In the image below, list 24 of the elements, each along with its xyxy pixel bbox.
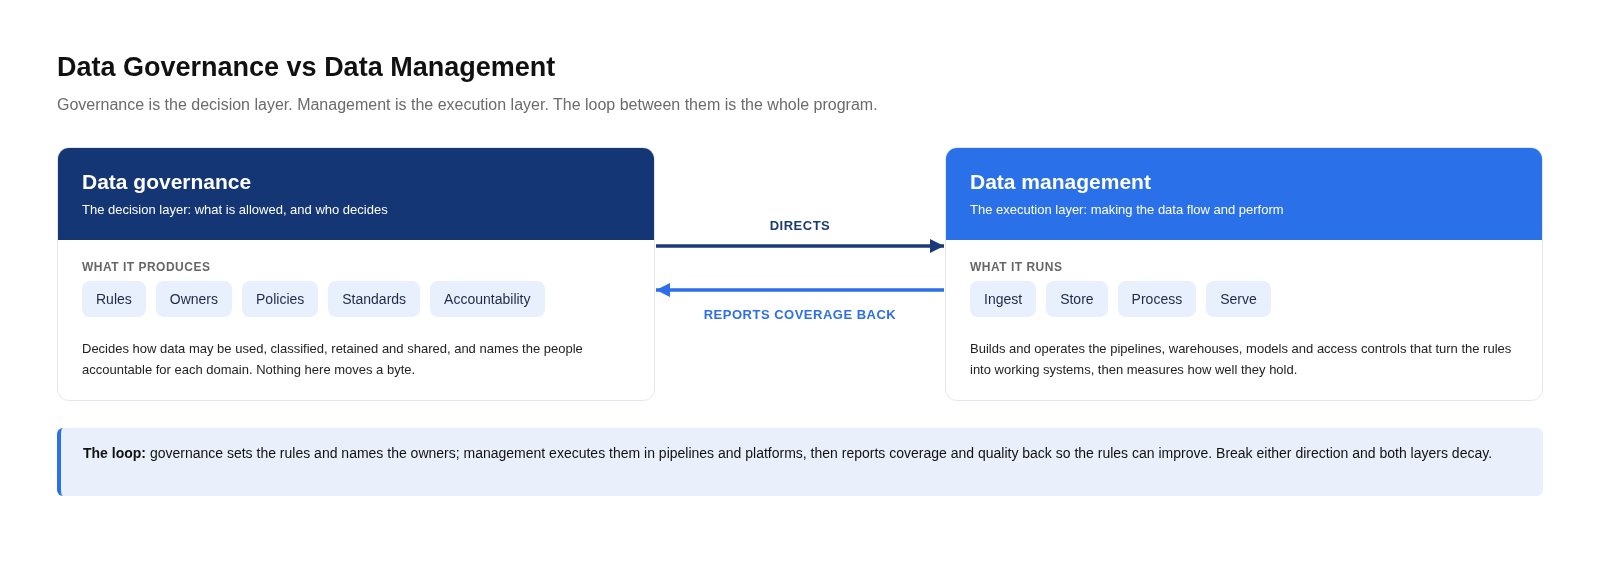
section-label: WHAT IT PRODUCES <box>82 260 211 274</box>
card <box>945 147 1543 401</box>
description: Decides how data may be used, classified, retained and shared, and names the people accountable for each domain. Nothing here moves a byte. <box>82 340 584 379</box>
card-subtitle: The execution layer: making the data flow and perform <box>970 202 1284 217</box>
tag-chip: Owners <box>155 281 233 317</box>
tag-chip: Store <box>1046 281 1108 317</box>
subtitle: Governance is the decision layer. Management is the execution layer. The loop between them is the whole program. <box>57 96 878 114</box>
tag-chip: Rules <box>82 281 146 317</box>
arrow <box>656 283 944 297</box>
tag-chip: Policies <box>242 281 319 317</box>
tag-chip: Standards <box>328 281 421 317</box>
card <box>57 147 655 401</box>
tag-chip: Accountability <box>430 281 545 317</box>
tag-chip: Serve <box>1206 281 1271 317</box>
tag-chip: Ingest <box>970 281 1037 317</box>
note-text: The loop: governance sets the rules and names the owners; management executes them in pipelines and platforms, then reports coverage and quality back so the rules can improve. Break either direction and both layers decay. <box>83 444 1494 463</box>
description: Builds and operates the pipelines, warehouses, models and access controls that turn the rules into working systems, then measures how well they hold. <box>970 340 1512 379</box>
card-title: Data management <box>970 170 1151 194</box>
arrow <box>656 239 944 253</box>
card-title: Data governance <box>82 170 252 194</box>
card-subtitle: The decision layer: what is allowed, and who decides <box>82 202 388 217</box>
page-title: Data Governance vs Data Management <box>57 52 556 83</box>
section-label: WHAT IT RUNS <box>970 260 1063 274</box>
tag-chip: Process <box>1117 281 1197 317</box>
